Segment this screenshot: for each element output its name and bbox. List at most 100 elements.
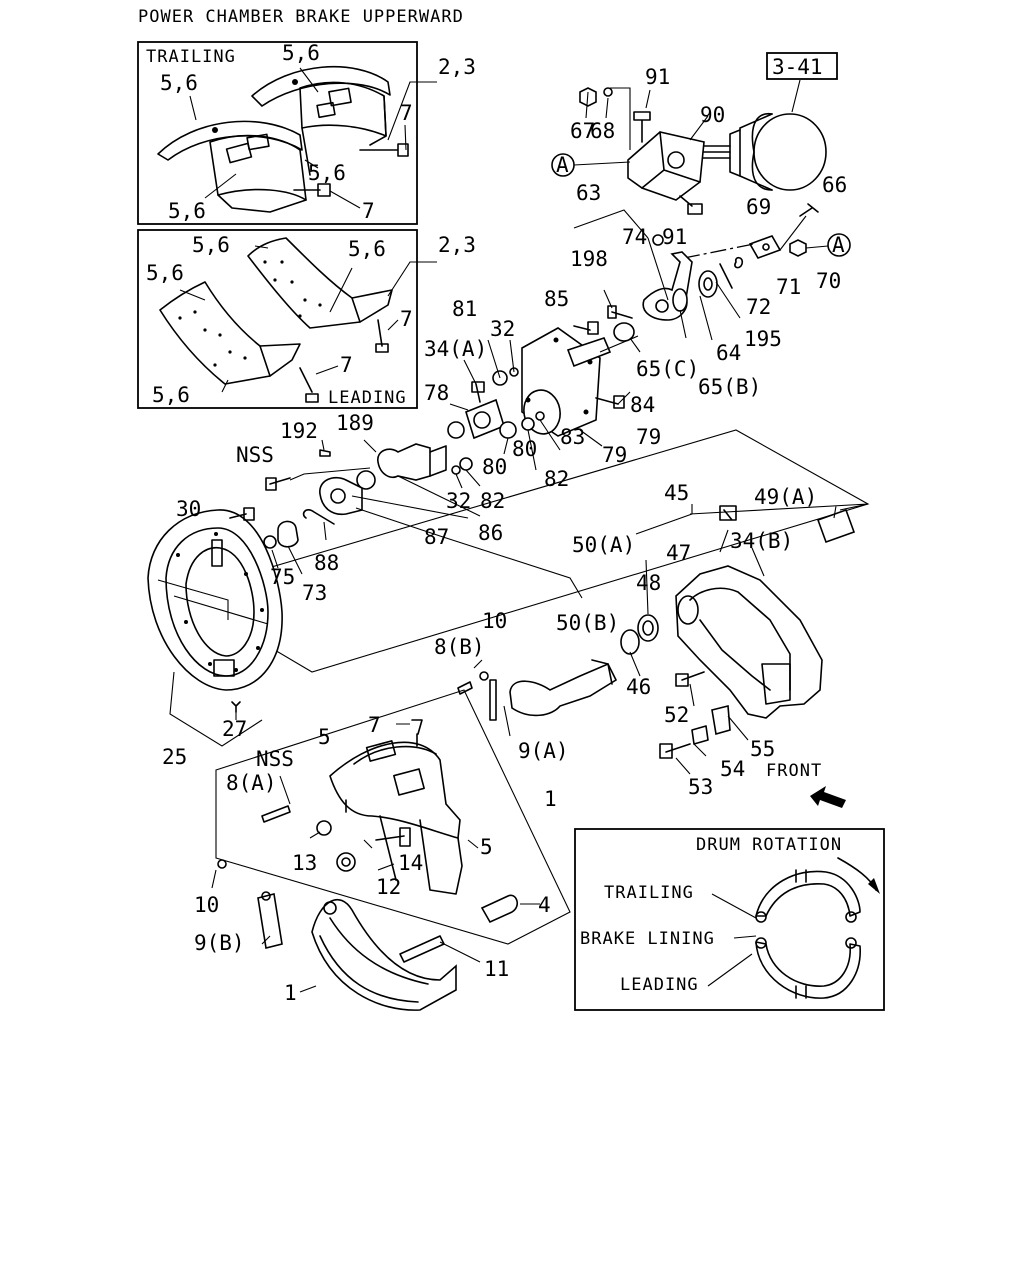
callout-25: 25: [162, 745, 187, 769]
callouts: 67 68 91 90 66 69 70 71 72 195 64 65(B) …: [162, 65, 847, 1005]
callout-80-b: 80: [482, 455, 507, 479]
inset-leading-label-6: 7: [340, 353, 353, 377]
callout-32-b: 32: [446, 489, 471, 513]
callout-65c: 65(C): [636, 357, 699, 381]
inset-leading-label-3: 5,6: [146, 261, 184, 285]
callout-65b: 65(B): [698, 375, 761, 399]
inset-leading-label-7: 2,3: [438, 233, 476, 257]
callout-54: 54: [720, 757, 745, 781]
callout-50a: 50(A): [572, 533, 635, 557]
mid-components: [263, 467, 583, 599]
callout-4: 4: [538, 893, 551, 917]
callout-87: 87: [424, 525, 449, 549]
callout-88: 88: [314, 551, 339, 575]
inset-trailing-label-1: 5,6: [282, 41, 320, 65]
callout-48: 48: [636, 571, 661, 595]
callout-50b: 50(B): [556, 611, 619, 635]
callout-91-mid: 91: [662, 225, 687, 249]
callout-195: 195: [744, 327, 782, 351]
circle-ref-a-1: A: [556, 153, 569, 177]
front-label: FRONT: [766, 761, 822, 781]
callout-14: 14: [398, 851, 423, 875]
callout-64: 64: [716, 341, 741, 365]
inset-leading-heading: LEADING: [328, 388, 407, 408]
callout-79-b: 79: [602, 443, 627, 467]
callout-71: 71: [776, 275, 801, 299]
callout-5-top: 5: [318, 725, 331, 749]
drum-rotation-heading: DRUM ROTATION: [696, 835, 842, 855]
front-arrow-icon: [810, 786, 846, 808]
callout-67: 67: [570, 119, 595, 143]
page-title: POWER CHAMBER BRAKE UPPERWARD: [138, 7, 464, 27]
callout-53: 53: [688, 775, 713, 799]
inset-drum-rotation: DRUM ROTATION TRAILING BRAKE LINING LEAD…: [574, 828, 885, 1011]
callout-192: 192: [280, 419, 318, 443]
callout-12: 12: [376, 875, 401, 899]
callout-1-mid: 1: [544, 787, 557, 811]
inset-trailing-label-5: 7: [400, 101, 413, 125]
callout-81: 81: [452, 297, 477, 321]
callout-91-top: 91: [645, 65, 670, 89]
inset-trailing-label-2: 5,6: [160, 71, 198, 95]
callout-63: 63: [576, 181, 601, 205]
callout-189: 189: [336, 411, 374, 435]
callout-52: 52: [664, 703, 689, 727]
callout-11: 11: [484, 957, 509, 981]
inset-leading-label-1: 5,6: [192, 233, 230, 257]
callout-72: 72: [746, 295, 771, 319]
lower-shoe-assembly: [211, 659, 571, 1011]
callout-82-a: 82: [544, 467, 569, 491]
callout-198: 198: [570, 247, 608, 271]
callout-27: 27: [222, 717, 247, 741]
callout-1-bottom: 1: [284, 981, 297, 1005]
ref-box-label: 3-41: [772, 55, 823, 79]
drum-rotation-trailing: TRAILING: [604, 883, 694, 903]
callout-9a: 9(A): [518, 739, 569, 763]
callout-7-lower: 7: [368, 713, 381, 737]
callout-34a: 34(A): [424, 337, 487, 361]
callout-69: 69: [746, 195, 771, 219]
callout-49a: 49(A): [754, 485, 817, 509]
inset-trailing-label-6: 7: [362, 199, 375, 223]
callout-90: 90: [700, 103, 725, 127]
inset-trailing-label-7: 2,3: [438, 55, 476, 79]
callout-13: 13: [292, 851, 317, 875]
backing-plate: [147, 507, 283, 747]
inset-leading: LEADING 5,6 5,6 5,6 5,6 7 7 2,3: [137, 229, 476, 409]
callout-85: 85: [544, 287, 569, 311]
inset-trailing: TRAILING 5,6 5,6 5,6 5,6 7 7 2,3: [137, 41, 476, 225]
power-chamber-assembly: 3-41 A A: [551, 52, 851, 353]
callout-86: 86: [478, 521, 503, 545]
callout-68: 68: [590, 119, 615, 143]
callout-73: 73: [302, 581, 327, 605]
callout-9b: 9(B): [194, 931, 245, 955]
callout-10-lower: 10: [194, 893, 219, 917]
callout-30: 30: [176, 497, 201, 521]
inset-trailing-label-3: 5,6: [308, 161, 346, 185]
callout-8b: 8(B): [434, 635, 485, 659]
callout-70: 70: [816, 269, 841, 293]
callout-66: 66: [822, 173, 847, 197]
callout-34b: 34(B): [730, 529, 793, 553]
callout-78: 78: [424, 381, 449, 405]
callout-10-top: 10: [482, 609, 507, 633]
callout-83: 83: [560, 425, 585, 449]
circle-ref-a-2: A: [832, 233, 845, 257]
drum-rotation-brake-lining: BRAKE LINING: [580, 929, 715, 949]
callout-55: 55: [750, 737, 775, 761]
inset-leading-label-5: 7: [400, 307, 413, 331]
callout-5-mid: 5: [480, 835, 493, 859]
inset-trailing-heading: TRAILING: [146, 47, 236, 67]
callout-46: 46: [626, 675, 651, 699]
inset-leading-label-2: 5,6: [348, 237, 386, 261]
callout-79-a: 79: [636, 425, 661, 449]
callout-74: 74: [622, 225, 647, 249]
callout-32-a: 32: [490, 317, 515, 341]
callout-45: 45: [664, 481, 689, 505]
callout-8a: 8(A): [226, 771, 277, 795]
callout-nss-lower: NSS: [256, 747, 294, 771]
callout-84: 84: [630, 393, 655, 417]
callout-80-a: 80: [512, 437, 537, 461]
callout-nss-top: NSS: [236, 443, 274, 467]
